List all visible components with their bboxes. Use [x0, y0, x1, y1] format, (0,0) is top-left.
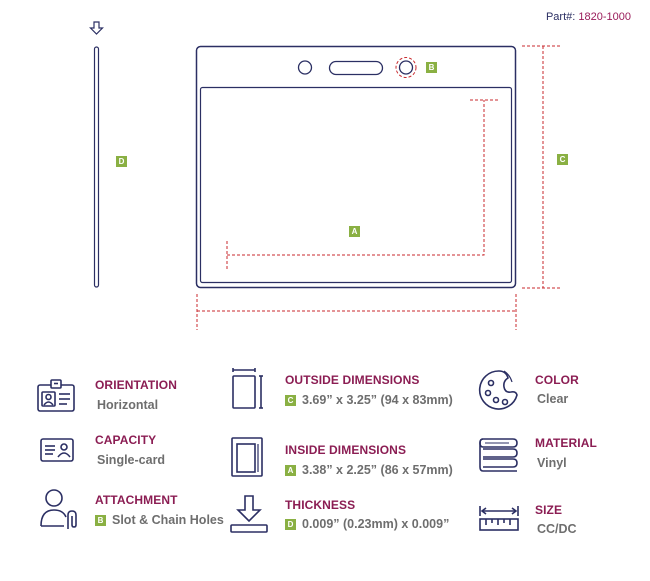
badge-c: C: [557, 154, 568, 165]
thickness-badge: D: [285, 519, 296, 530]
side-view: [89, 21, 104, 288]
outside-dimensions-value: C 3.69” x 3.25” (94 x 83mm): [285, 393, 453, 407]
hole-callout: [395, 57, 417, 78]
badge-d: D: [116, 156, 127, 167]
orientation-value: Horizontal: [97, 398, 159, 412]
outside-dimensions-badge: C: [285, 395, 296, 406]
side-view-profile: [93, 46, 100, 288]
holder-front-view: [195, 45, 517, 289]
size-title: SIZE: [535, 503, 563, 517]
card-window: [199, 86, 513, 284]
color-value: Clear: [537, 392, 569, 406]
id-card-icon: [40, 438, 74, 462]
chain-hole-left: [297, 60, 313, 75]
badge-b: B: [426, 62, 437, 73]
inside-dimensions-value-text: 3.38” x 2.25” (86 x 57mm): [302, 463, 453, 477]
outside-dimensions-title: OUTSIDE DIMENSIONS: [285, 373, 420, 387]
orientation-title: ORIENTATION: [95, 378, 177, 392]
diagram-drawing: [89, 21, 560, 330]
chain-hole-right: [398, 60, 414, 75]
inside-dimensions-icon: [230, 436, 266, 478]
slot-hole: [328, 60, 384, 76]
down-arrow-icon: [89, 21, 104, 35]
palette-icon: [478, 369, 520, 411]
vinyl-roll-icon: [479, 435, 521, 475]
inside-dimensions-badge: A: [285, 465, 296, 476]
thickness-icon: [228, 495, 270, 535]
dimension-lines: [196, 45, 560, 330]
inside-width-line: [227, 100, 485, 256]
attachment-badge: B: [95, 515, 106, 526]
outside-dimensions-value-text: 3.69” x 3.25” (94 x 83mm): [302, 393, 453, 407]
thickness-title: THICKNESS: [285, 498, 356, 512]
part-number-value: 1820-1000: [578, 11, 631, 23]
badge-a: A: [349, 226, 360, 237]
part-number: Part#: 1820-1000: [0, 11, 631, 23]
attachment-value-text: Slot & Chain Holes: [112, 513, 224, 527]
capacity-value: Single-card: [97, 453, 166, 467]
material-value: Vinyl: [537, 456, 567, 470]
inside-dimensions-title: INSIDE DIMENSIONS: [285, 443, 407, 457]
badge-holder-diagram: B A C D: [89, 21, 568, 330]
attachment-title: ATTACHMENT: [95, 493, 178, 507]
holder-outline: [195, 45, 517, 289]
attachment-value: B Slot & Chain Holes: [95, 513, 224, 527]
size-value: CC/DC: [537, 522, 577, 536]
part-number-label: Part#:: [545, 11, 576, 23]
thickness-value-text: 0.009” (0.23mm) x 0.009”: [302, 517, 450, 531]
capacity-title: CAPACITY: [95, 433, 157, 447]
inside-dimensions-value: A 3.38” x 2.25” (86 x 57mm): [285, 463, 453, 477]
color-title: COLOR: [535, 373, 579, 387]
thickness-value: D 0.009” (0.23mm) x 0.009”: [285, 517, 449, 531]
material-title: MATERIAL: [535, 436, 597, 450]
outside-dimensions-icon: [230, 368, 266, 410]
person-clip-icon: [40, 488, 80, 530]
ruler-icon: [478, 505, 520, 533]
id-badge-icon: [37, 379, 75, 413]
